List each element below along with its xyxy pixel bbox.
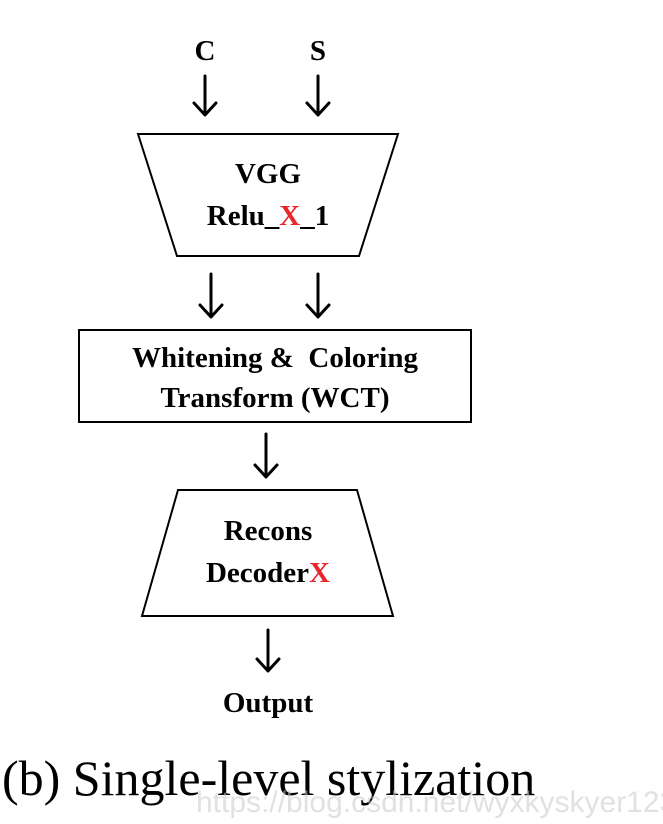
content-input-label: C: [195, 35, 216, 67]
wct-block: [78, 329, 472, 423]
output-label: Output: [223, 687, 314, 719]
encoder-title: VGG: [235, 158, 301, 190]
style-input-arrow: [305, 74, 331, 117]
encoder-content-arrow: [198, 272, 224, 319]
encoder-layer-label: Relu_X_1: [207, 200, 329, 232]
decoder-label: DecoderX: [206, 557, 330, 589]
encoder-layer-index: X: [279, 200, 300, 232]
decoder-output-arrow: [255, 628, 281, 673]
wct-output-arrow: [253, 432, 279, 479]
content-input-arrow: [192, 74, 218, 117]
style-input-label: S: [310, 35, 326, 67]
vgg-encoder-block: [136, 133, 400, 257]
decoder-label-prefix: Decoder: [206, 557, 309, 589]
wct-label-line2: Transform (WCT): [160, 382, 389, 414]
decoder-title: Recons: [224, 515, 313, 547]
encoder-style-arrow: [305, 272, 331, 319]
encoder-layer-prefix: Relu_: [207, 200, 280, 232]
encoder-layer-suffix: _1: [299, 200, 329, 232]
decoder-label-index: X: [309, 557, 330, 589]
decoder-block: [140, 489, 395, 617]
watermark-text: https://blog.csdn.net/wyxkyskyer123: [196, 786, 663, 819]
wct-label-line1: Whitening & Coloring: [132, 342, 418, 374]
figure-caption: (b) Single-level stylization: [2, 750, 535, 806]
